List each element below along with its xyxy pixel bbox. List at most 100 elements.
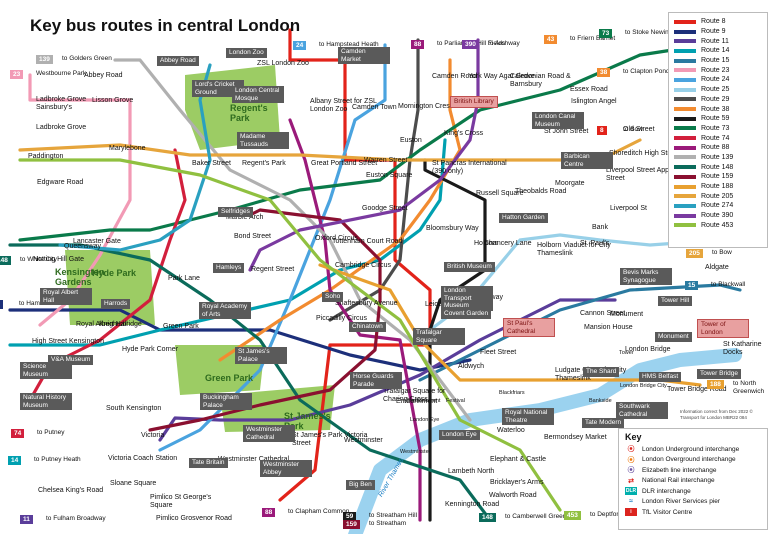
attraction-westminster-cathedral[interactable]: Westminster Cathedral (243, 425, 295, 442)
stop-mansion-house[interactable]: Mansion House (584, 324, 633, 331)
stop-tower-bridge-road[interactable]: Tower Bridge Road (667, 386, 727, 393)
stop-aldwych[interactable]: Aldwych (458, 363, 485, 370)
stop-st-katharine-docks[interactable]: St Katharine Docks (723, 341, 762, 356)
stop-south-kensington[interactable]: South Kensington (106, 405, 162, 412)
attraction-royal-academy-of-arts[interactable]: Royal Academy of Arts (199, 302, 251, 319)
stop-monument[interactable]: Monument (610, 311, 644, 318)
stop-lisson-grove[interactable]: Lisson Grove (92, 97, 134, 104)
stop-sloane-square[interactable]: Sloane Square (110, 480, 157, 487)
stop-notting-hill-gate[interactable]: Notting Hill Gate (33, 256, 84, 263)
stop-cannon-street[interactable]: Cannon Street (580, 310, 626, 317)
stop-king-s-cross[interactable]: King's Cross (444, 130, 484, 137)
destination-to-putney-heath[interactable]: to Putney Heath (34, 456, 81, 463)
stop-baker-street[interactable]: Baker Street (192, 160, 231, 167)
stop-moorgate[interactable]: Moorgate (555, 180, 585, 187)
destination-to-clapham-common[interactable]: to Clapham Common (288, 508, 350, 515)
attraction-selfridges[interactable]: Selfridges (218, 207, 253, 217)
attraction-natural-history-museum[interactable]: Natural History Museum (20, 393, 72, 410)
stop-victoria[interactable]: Victoria (141, 432, 165, 439)
attraction-science-museum[interactable]: Science Museum (20, 362, 72, 379)
destination-to-golders-green[interactable]: to Golders Green (62, 55, 112, 62)
attraction-madame-tussauds[interactable]: Madame Tussauds (237, 132, 289, 149)
stop-camden-town[interactable]: Camden Town (352, 104, 397, 111)
attraction-chinatown[interactable]: Chinatown (349, 322, 386, 332)
stop-holborn[interactable]: Holborn (474, 240, 499, 247)
stop-lancaster-gate[interactable]: Lancaster Gate (73, 238, 121, 245)
attraction-tate-britain[interactable]: Tate Britain (189, 458, 228, 468)
attraction-london-central-mosque[interactable]: London Central Mosque (232, 86, 284, 103)
destination-to-bow[interactable]: to Bow (623, 126, 643, 133)
attraction-buckingham-palace[interactable]: Buckingham Palace (200, 393, 252, 410)
stop-kennington-road[interactable]: Kennington Road (445, 501, 500, 508)
route-line-route-14[interactable] (8, 138, 447, 347)
attraction-tower-hill[interactable]: Tower Hill (658, 296, 693, 306)
stop-piccadilly-circus[interactable]: Piccadilly Circus (316, 315, 367, 322)
stop-trafalgar-square-for-charing-cross[interactable]: Trafalgar Square for Charing Cross (383, 388, 446, 403)
stop-london-bridge[interactable]: London Bridge (625, 346, 671, 353)
stop-victoria-coach-station[interactable]: Victoria Coach Station (108, 455, 178, 462)
stop-elephant-castle[interactable]: Elephant & Castle (490, 456, 547, 463)
attraction-lord-s-cricket-ground[interactable]: Lord's Cricket Ground (192, 80, 244, 97)
route-line-route-139[interactable] (113, 58, 472, 422)
attraction-hatton-garden[interactable]: Hatton Garden (499, 213, 548, 223)
stop-warren-street[interactable]: Warren Street (364, 157, 408, 164)
destination-to-streatham-hill[interactable]: to Streatham Hill (369, 512, 418, 519)
stop-shaftesbury-avenue[interactable]: Shaftesbury Avenue (335, 300, 398, 307)
attraction-the-shard[interactable]: The Shard (583, 367, 620, 377)
stop-theobalds-road[interactable]: Theobalds Road (515, 188, 567, 195)
attraction-regent-s-park[interactable]: Regent's Park (230, 103, 268, 123)
attraction-st-paul-s-cathedral[interactable]: St Paul's Cathedral (503, 318, 555, 337)
attraction-v-a-museum[interactable]: V&A Museum (48, 355, 94, 365)
stop-bloomsbury-way[interactable]: Bloomsbury Way (426, 225, 479, 232)
stop-york-way-agar-grove[interactable]: York Way Agar Grove (468, 73, 535, 80)
stop-westminster-cathedral[interactable]: Westminster Cathedral (218, 456, 290, 463)
stop-tottenham-court-road[interactable]: Tottenham Court Road (332, 238, 403, 245)
stop-regent-street[interactable]: Regent Street (251, 266, 295, 273)
stop-shoreditch-high-street[interactable]: Shoreditch High Street (609, 150, 680, 157)
attraction-soho[interactable]: Soho (322, 292, 344, 302)
stop-bank[interactable]: Bank (592, 224, 608, 231)
stop-edgware-road[interactable]: Edgware Road (37, 179, 84, 186)
stop-hyde-park-corner[interactable]: Hyde Park Corner (122, 346, 179, 353)
attraction-london-eye[interactable]: London Eye (439, 430, 480, 440)
route-line-route-453[interactable] (18, 158, 562, 512)
attraction-camden-market[interactable]: Camden Market (338, 47, 390, 64)
attraction-monument[interactable]: Monument (655, 332, 692, 342)
stop-st-john-street[interactable]: St John Street (544, 128, 589, 135)
stop-euston[interactable]: Euston (400, 137, 422, 144)
destination-to-camberwell-green[interactable]: to Camberwell Green (505, 513, 567, 520)
stop-chelsea-king-s-road[interactable]: Chelsea King's Road (38, 487, 104, 494)
route-line-route-29[interactable] (328, 38, 420, 322)
stop-park-lane[interactable]: Park Lane (168, 275, 200, 282)
stop-holborn-viaduct-for-city-thameslink[interactable]: Holborn Viaduct for City Thameslink (537, 242, 611, 257)
stop-embankment[interactable]: Embankment (396, 398, 438, 405)
destination-to-north-greenwich[interactable]: to North Greenwich (733, 380, 765, 395)
stop-ladbroke-grove[interactable]: Ladbroke Grove (36, 124, 87, 131)
stop-high-street-kensington[interactable]: High Street Kensington (32, 338, 104, 345)
attraction-harrods[interactable]: Harrods (101, 299, 131, 309)
destination-to-hampstead-heath[interactable]: to Hampstead Heath (319, 41, 379, 48)
stop-caledonian-road-barnsbury[interactable]: Caledonian Road & Barnsbury (510, 73, 571, 88)
attraction-royal-albert-hall[interactable]: Royal Albert Hall (40, 288, 92, 305)
route-line-route-73[interactable] (18, 43, 707, 242)
stop-chancery-lane[interactable]: Chancery Lane (484, 240, 532, 247)
destination-to-fulham-broadway[interactable]: to Fulham Broadway (46, 515, 106, 522)
stop-liverpool-street-appold-street[interactable]: Liverpool Street Appold Street (606, 167, 679, 182)
route-line-route-38[interactable] (218, 58, 462, 362)
stop-lambeth-north[interactable]: Lambeth North (448, 468, 495, 475)
attraction-tower-of-london[interactable]: Tower of London (697, 319, 749, 338)
attraction-westminster-abbey[interactable]: Westminster Abbey (260, 460, 312, 477)
attraction-trafalgar-square[interactable]: Trafalgar Square (413, 328, 465, 345)
route-line-route-9[interactable] (8, 308, 472, 372)
stop-marble-arch[interactable]: Marble Arch (226, 214, 264, 221)
attraction-big-ben[interactable]: Big Ben (346, 480, 375, 490)
destination-to-deptford[interactable]: to Deptford (590, 511, 623, 518)
stop-abbey-road[interactable]: Abbey Road (84, 72, 123, 79)
stop-euston-square[interactable]: Euston Square (366, 172, 413, 179)
attraction-royal-national-theatre[interactable]: Royal National Theatre (502, 408, 554, 425)
destination-westbourne-park[interactable]: Westbourne Park (36, 70, 87, 77)
stop-goodge-street[interactable]: Goodge Street (362, 205, 408, 212)
stop-great-portland-street[interactable]: Great Portland Street (311, 160, 378, 167)
attraction-barbican-centre[interactable]: Barbican Centre (561, 152, 613, 169)
stop-bricklayer-s-arms[interactable]: Bricklayer's Arms (490, 479, 544, 486)
